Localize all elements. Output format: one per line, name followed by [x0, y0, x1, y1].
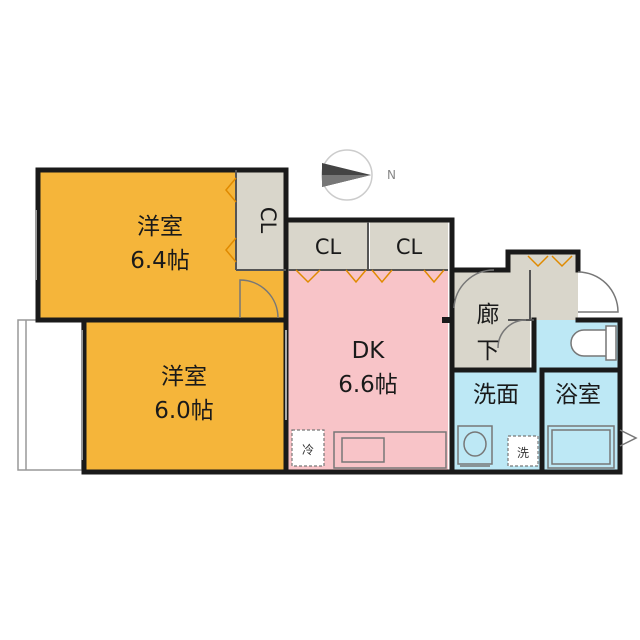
bathroom	[544, 370, 618, 470]
closet-right	[370, 222, 448, 270]
hallway-name-top: 廊	[477, 302, 500, 328]
washer-space: 洗	[507, 435, 539, 467]
interior-lines	[235, 170, 534, 321]
hallway-name-bottom: 下	[477, 338, 500, 364]
compass: N	[321, 149, 396, 201]
closet-door-markers	[225, 177, 573, 284]
closet-vertical	[236, 170, 286, 270]
bathtub	[547, 425, 615, 469]
closet-right-label: CL	[396, 235, 423, 259]
western-room-lower-size: 6.0帖	[154, 398, 214, 424]
fridge-label: 冷	[302, 443, 314, 457]
wall-sconce	[442, 317, 450, 323]
closet-left-label: CL	[315, 235, 342, 259]
door-swings	[239, 269, 638, 447]
fridge-space: 冷	[291, 429, 325, 467]
western-room-upper-size: 6.4帖	[130, 248, 190, 274]
western-room-lower	[84, 322, 286, 470]
dining-kitchen-name: DK	[352, 338, 386, 364]
compass-arrow-shade	[322, 175, 371, 187]
western-room-lower-name: 洋室	[161, 364, 207, 390]
toilet-fixture	[570, 325, 617, 361]
western-room-upper-extension	[236, 270, 286, 318]
western-room-upper	[38, 170, 236, 318]
compass-north-label: N	[387, 168, 396, 182]
bathroom-name: 浴室	[555, 382, 601, 408]
western-room-upper-name: 洋室	[137, 214, 183, 240]
closet-vertical-label: CL	[256, 207, 280, 234]
kitchen-counter	[333, 431, 447, 469]
washer-label: 洗	[517, 446, 529, 460]
balcony	[17, 319, 83, 471]
wash-basin	[457, 425, 493, 467]
washroom-name: 洗面	[473, 382, 519, 408]
dining-kitchen-size: 6.6帖	[338, 372, 398, 398]
closet-left	[288, 222, 368, 270]
